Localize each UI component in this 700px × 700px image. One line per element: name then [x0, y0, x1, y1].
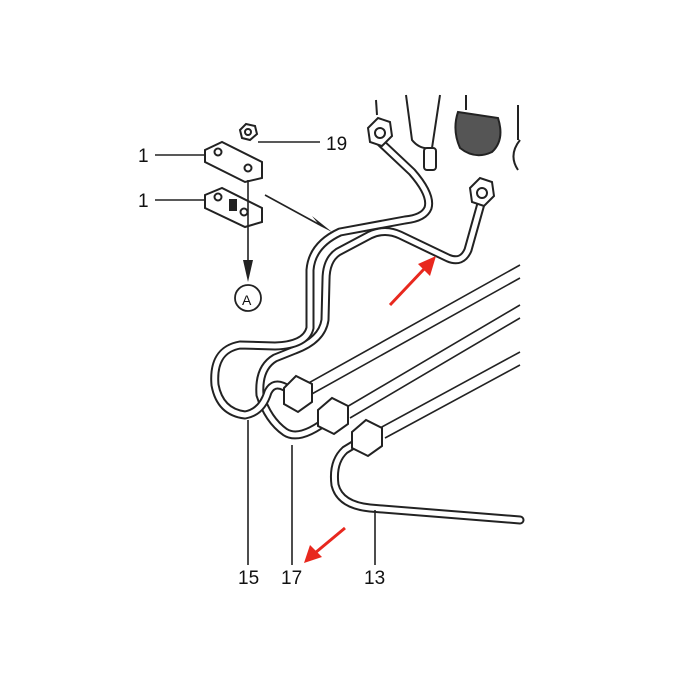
arrowhead-to-pipe: [312, 216, 332, 232]
bracket-upper: [204, 140, 263, 184]
view-ref-circle: [234, 284, 262, 312]
label-bracket-lower: 1: [138, 191, 149, 212]
fitting-nuts: [283, 116, 496, 458]
label-pipe-17: 17: [281, 568, 302, 589]
pipe-15: [210, 135, 434, 420]
leader-lines: [155, 141, 376, 565]
parallel-pipes: [304, 264, 521, 439]
red-arrow-up: [388, 256, 436, 307]
pipe-13: [330, 431, 525, 525]
label-bracket-upper: 1: [138, 146, 149, 167]
label-view-ref: A: [242, 292, 252, 308]
label-pipe-13: 13: [364, 568, 385, 589]
pipe-17: [255, 195, 487, 440]
red-arrow-down: [304, 526, 346, 563]
label-nut: 19: [326, 134, 347, 155]
bracket-lower: [204, 186, 263, 229]
arrowhead-to-A: [243, 260, 253, 282]
injector: [375, 94, 521, 171]
nut-19: [238, 122, 259, 142]
label-pipe-15: 15: [238, 568, 259, 589]
